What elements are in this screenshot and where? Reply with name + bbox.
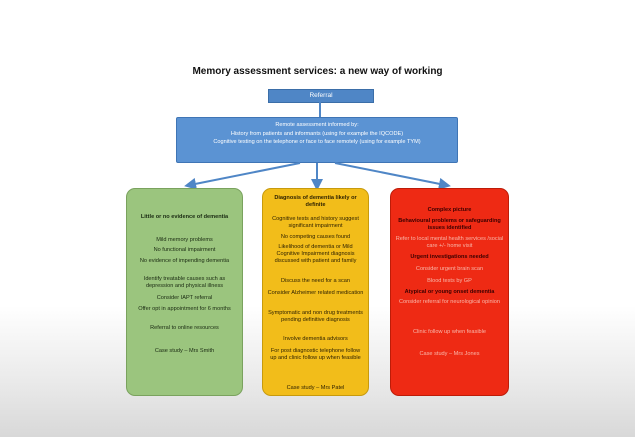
green-case-study: Case study – Mrs Smith (154, 348, 215, 354)
amber-item: For post diagnostic telephone follow up … (270, 348, 361, 361)
amber-item: Involve dementia advisors (283, 336, 348, 342)
amber-item: Symptomatic and non drug treatments pend… (268, 310, 363, 323)
green-item: No evidence of impending dementia (139, 258, 230, 264)
remote-line: Cognitive testing on the telephone or fa… (213, 139, 421, 145)
red-item: Refer to local mental health services /s… (395, 236, 504, 249)
remote-line: Remote assessment informed by: (275, 122, 359, 128)
green-heading: Little or no evidence of dementia (140, 214, 229, 220)
amber-item: Cognitive tests and history suggest sign… (272, 216, 359, 229)
referral-box: Referral (268, 89, 374, 103)
amber-item: Discuss the need for a scan (280, 278, 351, 284)
green-item: Offer opt in appointment for 6 months (138, 306, 231, 312)
arrow-to-red (334, 162, 451, 190)
red-item: Urgent investigations needed (410, 254, 489, 260)
green-item: No functional impairment (153, 247, 216, 253)
green-item: Referral to online resources (150, 325, 219, 331)
green-item: Mild memory problems (156, 237, 213, 243)
green-item: Consider IAPT referral (156, 295, 213, 301)
remote-assessment-box: Remote assessment informed by: History f… (176, 117, 458, 163)
referral-connector (319, 102, 321, 117)
arrow-to-green (184, 162, 301, 190)
red-item: Consider referral for neurological opini… (398, 299, 501, 305)
red-item: Behavioural problems or safeguarding iss… (398, 218, 501, 231)
amber-case-study: Case study – Mrs Patel (286, 385, 345, 391)
amber-column: Diagnosis of dementia likely or definite… (262, 188, 369, 396)
amber-heading: Diagnosis of dementia likely or definite (274, 195, 357, 208)
page-title: Memory assessment services: a new way of… (192, 66, 443, 77)
red-heading: Complex picture (427, 207, 472, 213)
red-item: Blood tests by GP (427, 278, 472, 284)
red-column: Complex picture Behavioural problems or … (390, 188, 509, 396)
amber-item: No competing causes found (280, 234, 351, 240)
red-item: Atypical or young onset dementia (404, 289, 495, 295)
red-item: Clinic follow up when feasible (412, 329, 487, 335)
remote-line: History from patients and informants (us… (230, 130, 404, 137)
green-column: Little or no evidence of dementia Mild m… (126, 188, 243, 396)
green-item: Identify treatable causes such as depres… (143, 276, 226, 289)
amber-item: Consider Alzheimer related medication (267, 290, 364, 296)
red-case-study: Case study – Mrs Jones (419, 351, 480, 357)
amber-item: Likelihood of dementia or Mild Cognitive… (274, 244, 357, 264)
red-item: Consider urgent brain scan (415, 266, 484, 272)
